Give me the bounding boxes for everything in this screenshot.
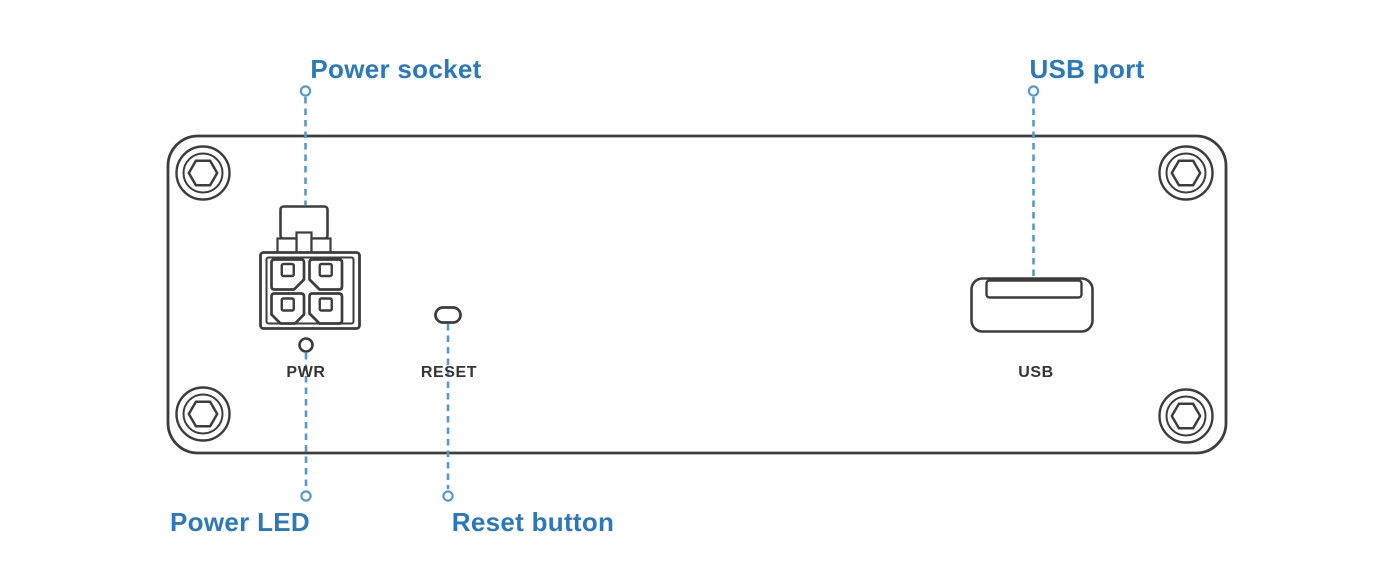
reset-pinhole-icon <box>434 306 462 324</box>
corner-screw-icon-bottom-left <box>175 386 231 442</box>
corner-screw-icon-bottom-right <box>1158 388 1214 444</box>
reset-button-callout-label: Reset button <box>452 507 614 537</box>
power-socket-callout-label: Power socket <box>310 54 481 84</box>
reset-leader-dot-icon <box>442 490 454 502</box>
corner-screw-icon-top-right <box>1158 145 1214 201</box>
power-socket-leader-dot-icon <box>299 85 312 97</box>
panel-outline <box>166 134 1228 455</box>
callout-leaders <box>299 85 1040 502</box>
usb-port-leader-dot-icon <box>1027 85 1040 97</box>
corner-screw-icon-top-left <box>175 145 231 201</box>
usb-label: USB <box>1018 364 1054 381</box>
power-led-leader-dot-icon <box>300 490 312 502</box>
power-led-callout-label: Power LED <box>170 507 310 537</box>
power-led-icon <box>298 337 314 353</box>
usb-port-callout-label: USB port <box>1029 54 1144 84</box>
reset-label: RESET <box>421 364 477 381</box>
pwr-label: PWR <box>286 364 325 381</box>
usb-a-port-icon <box>970 277 1094 333</box>
power-socket-connector-icon <box>259 205 361 330</box>
